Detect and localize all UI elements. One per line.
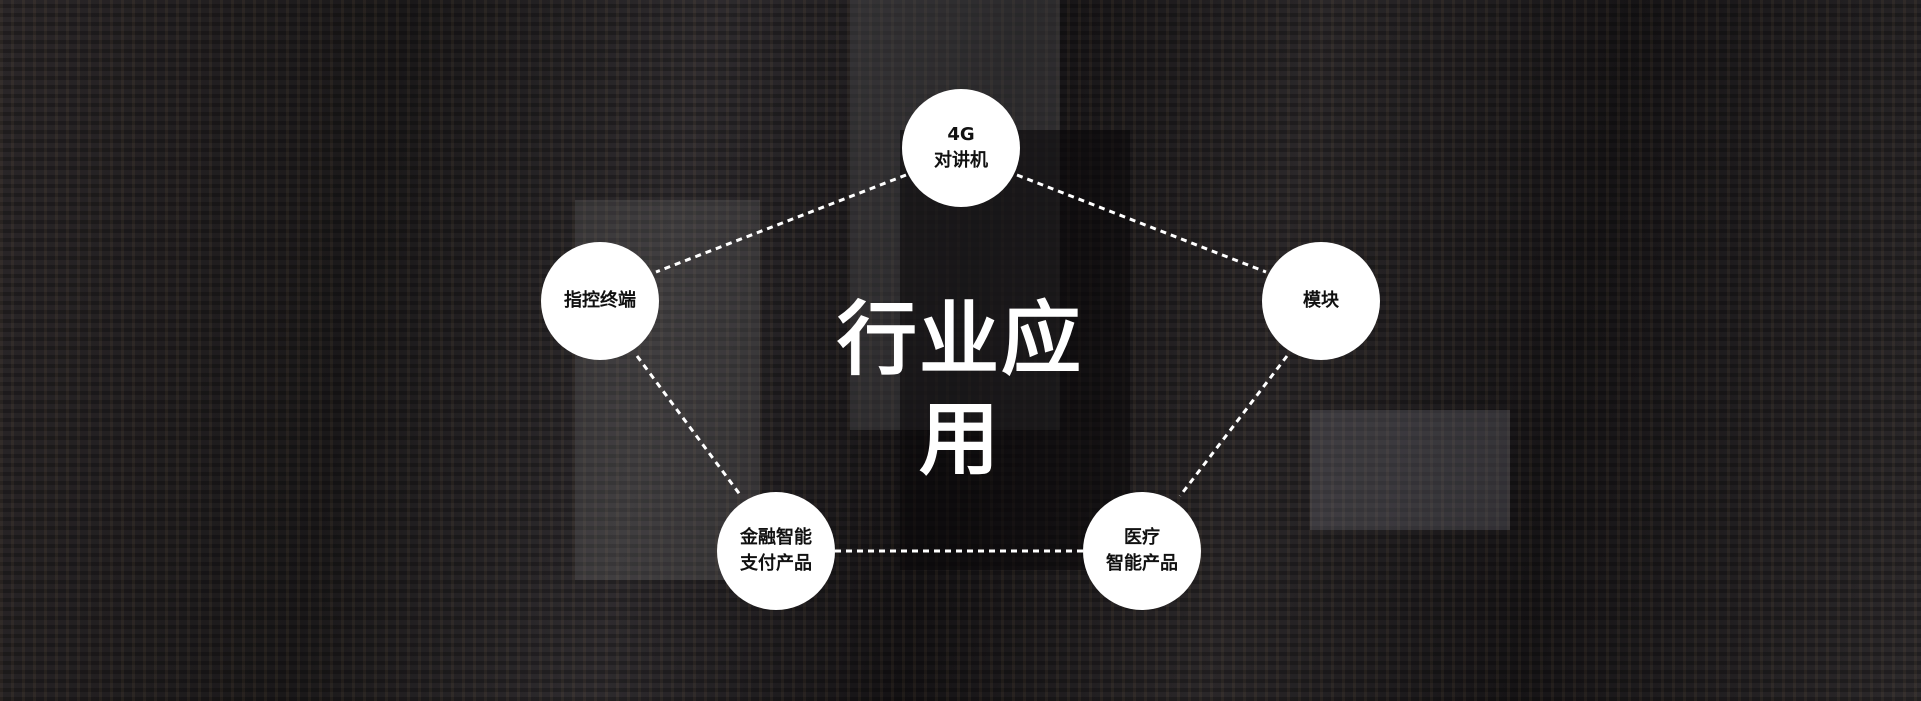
node-label: 4G — [947, 124, 975, 145]
node-finance-payment[interactable]: 金融智能 支付产品 — [717, 492, 835, 610]
node-label: 对讲机 — [934, 150, 988, 171]
node-label: 医疗 — [1124, 527, 1160, 548]
building-shape — [1310, 410, 1510, 530]
line-4g-to-terminal — [655, 173, 907, 274]
node-control-terminal[interactable]: 指控终端 — [541, 242, 659, 360]
node-medical[interactable]: 医疗 智能产品 — [1083, 492, 1201, 610]
node-label: 智能产品 — [1106, 553, 1178, 574]
node-label: 金融智能 — [740, 527, 812, 548]
page-title: 行业应用 — [837, 293, 1083, 486]
line-module-to-medical — [1178, 355, 1289, 497]
line-terminal-to-finance — [635, 355, 743, 497]
line-4g-to-module — [1016, 173, 1267, 274]
node-4g-walkie-talkie[interactable]: 4G 对讲机 — [902, 89, 1020, 207]
node-label: 指控终端 — [564, 290, 636, 311]
node-label: 模块 — [1303, 290, 1339, 311]
node-module[interactable]: 模块 — [1262, 242, 1380, 360]
node-label: 支付产品 — [740, 553, 812, 574]
